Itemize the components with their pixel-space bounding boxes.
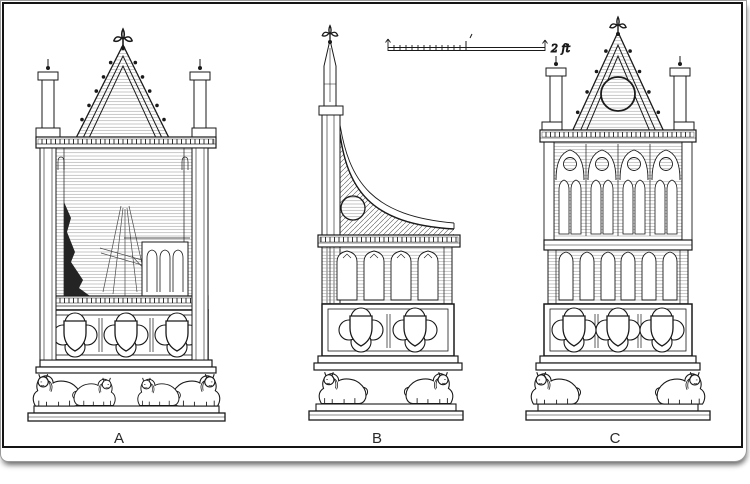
scale-bar: 2 ft <box>385 33 571 56</box>
coronation-chair-front-view-illustration <box>27 28 226 422</box>
coronation-chair-back-view-illustration <box>525 16 711 421</box>
engraving-plate-frame: 2 ft A B C <box>2 2 743 448</box>
view-c-label: C <box>610 430 621 446</box>
coronation-chair-side-view-illustration <box>308 25 464 421</box>
view-b-label: B <box>372 430 382 446</box>
engraving-plate: 2 ft A B C <box>27 16 711 446</box>
view-a-label: A <box>114 430 124 446</box>
plate-card: 2 ft A B C <box>0 0 747 462</box>
scale-bar-label: 2 ft <box>550 42 571 55</box>
